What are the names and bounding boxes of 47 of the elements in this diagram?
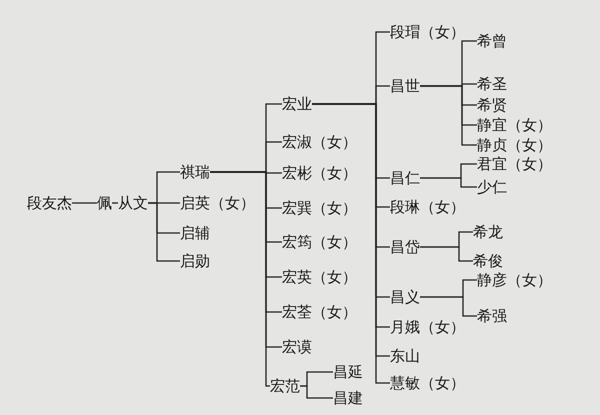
branch-line xyxy=(210,171,270,387)
person-name: 昌建 xyxy=(333,389,363,407)
branch-line xyxy=(420,85,477,146)
branch-line xyxy=(420,246,473,262)
person-name: 希贤 xyxy=(477,96,507,114)
person-name: 祺瑞 xyxy=(180,163,210,181)
person-name: 静彦（女） xyxy=(477,271,552,289)
person-name: 佩 xyxy=(97,194,112,212)
person-name: 宏筠（女） xyxy=(282,233,357,251)
person-name: 君宜（女） xyxy=(477,155,552,173)
branch-line xyxy=(420,177,477,188)
person-name: 希曾 xyxy=(477,32,507,50)
person-name: 启辅 xyxy=(180,224,210,242)
person-name: 静宜（女） xyxy=(477,116,552,134)
person-name: 段琳（女） xyxy=(390,198,465,216)
person-name: 宏彬（女） xyxy=(282,164,357,182)
person-name: 东山 xyxy=(390,347,420,365)
person-name: 宏范 xyxy=(270,377,300,395)
branch-line xyxy=(148,202,180,262)
person-name: 从文 xyxy=(118,194,148,212)
person-name: 少仁 xyxy=(477,178,507,196)
person-name: 启勋 xyxy=(180,252,210,270)
person-name: 宏荃（女） xyxy=(282,303,357,321)
person-name: 希龙 xyxy=(473,223,503,241)
branch-line xyxy=(72,202,97,204)
person-name: 宏业 xyxy=(282,95,312,113)
person-name: 昌义 xyxy=(390,288,420,306)
person-name: 宏淑（女） xyxy=(282,133,357,151)
person-name: 慧敏（女） xyxy=(390,374,465,392)
person-name: 段瑁（女） xyxy=(390,23,465,41)
branch-line xyxy=(300,385,333,399)
branch-line xyxy=(420,296,477,317)
person-name: 月娥（女） xyxy=(390,318,465,336)
person-name: 宏谟 xyxy=(282,338,312,356)
person-name: 希俊 xyxy=(473,252,503,270)
person-name: 段友杰 xyxy=(27,194,72,212)
person-name: 昌世 xyxy=(390,77,420,95)
person-name: 昌仁 xyxy=(390,169,420,187)
person-name: 昌岱 xyxy=(390,238,420,256)
person-name: 昌延 xyxy=(333,363,363,381)
person-name: 宏巽（女） xyxy=(282,199,357,217)
person-name: 启英（女） xyxy=(180,194,255,212)
branch-line xyxy=(112,202,118,204)
person-name: 静贞（女） xyxy=(477,136,552,154)
person-name: 希强 xyxy=(477,307,507,325)
person-name: 宏英（女） xyxy=(282,268,357,286)
person-name: 希圣 xyxy=(477,75,507,93)
